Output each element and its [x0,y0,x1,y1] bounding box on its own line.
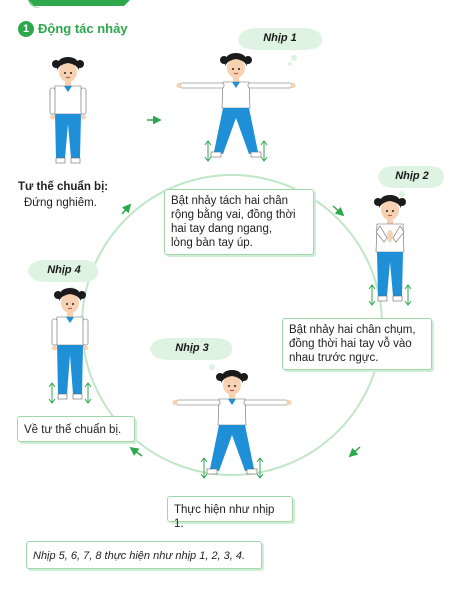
footer-note: Nhịp 5, 6, 7, 8 thực hiện như nhịp 1, 2,… [26,541,262,569]
kid-beat-1 [176,52,296,162]
ready-pose-detail: Đứng nghiêm. [24,197,97,209]
step-2-line: Bật nhảy hai chân chụm, [289,324,416,336]
beat-3-label: Nhịp 3 [175,342,209,354]
step-1-line: hai tay dang ngang, [171,223,273,235]
step-4-card: Về tư thế chuẩn bị. [17,416,135,442]
beat-2-label: Nhịp 2 [395,170,429,182]
step-2-card: Bật nhảy hai chân chụm, đồng thời hai ta… [282,318,432,370]
ready-pose-label: Tư thế chuẩn bị: [18,181,109,193]
section-title: Động tác nhảy [38,21,128,36]
kid-beat-4 [48,287,92,404]
beat-4-label: Nhịp 4 [47,264,81,276]
kid-beat-3 [172,369,292,479]
step-1-line: Bật nhảy tách hai chân [171,195,288,207]
kid-ready-pose [49,56,87,164]
step-2-line: nhau trước ngực. [289,352,379,364]
beat-1-cloud [238,28,322,66]
step-3-card: Thực hiện như nhịp 1. [167,496,293,530]
section-number: 1 [22,23,30,35]
step-1-line: lòng bàn tay úp. [171,237,253,249]
kid-beat-2 [368,194,412,306]
beat-2-cloud [378,166,444,197]
step-1-card: Bật nhảy tách hai chân rộng bằng vai, đồ… [164,189,314,255]
step-2-line: đồng thời hai tay vỗ vào [289,338,412,350]
step-1-line: rộng bằng vai, đồng thời [171,209,296,221]
beat-3-cloud [150,338,232,370]
beat-1-label: Nhịp 1 [263,32,297,44]
